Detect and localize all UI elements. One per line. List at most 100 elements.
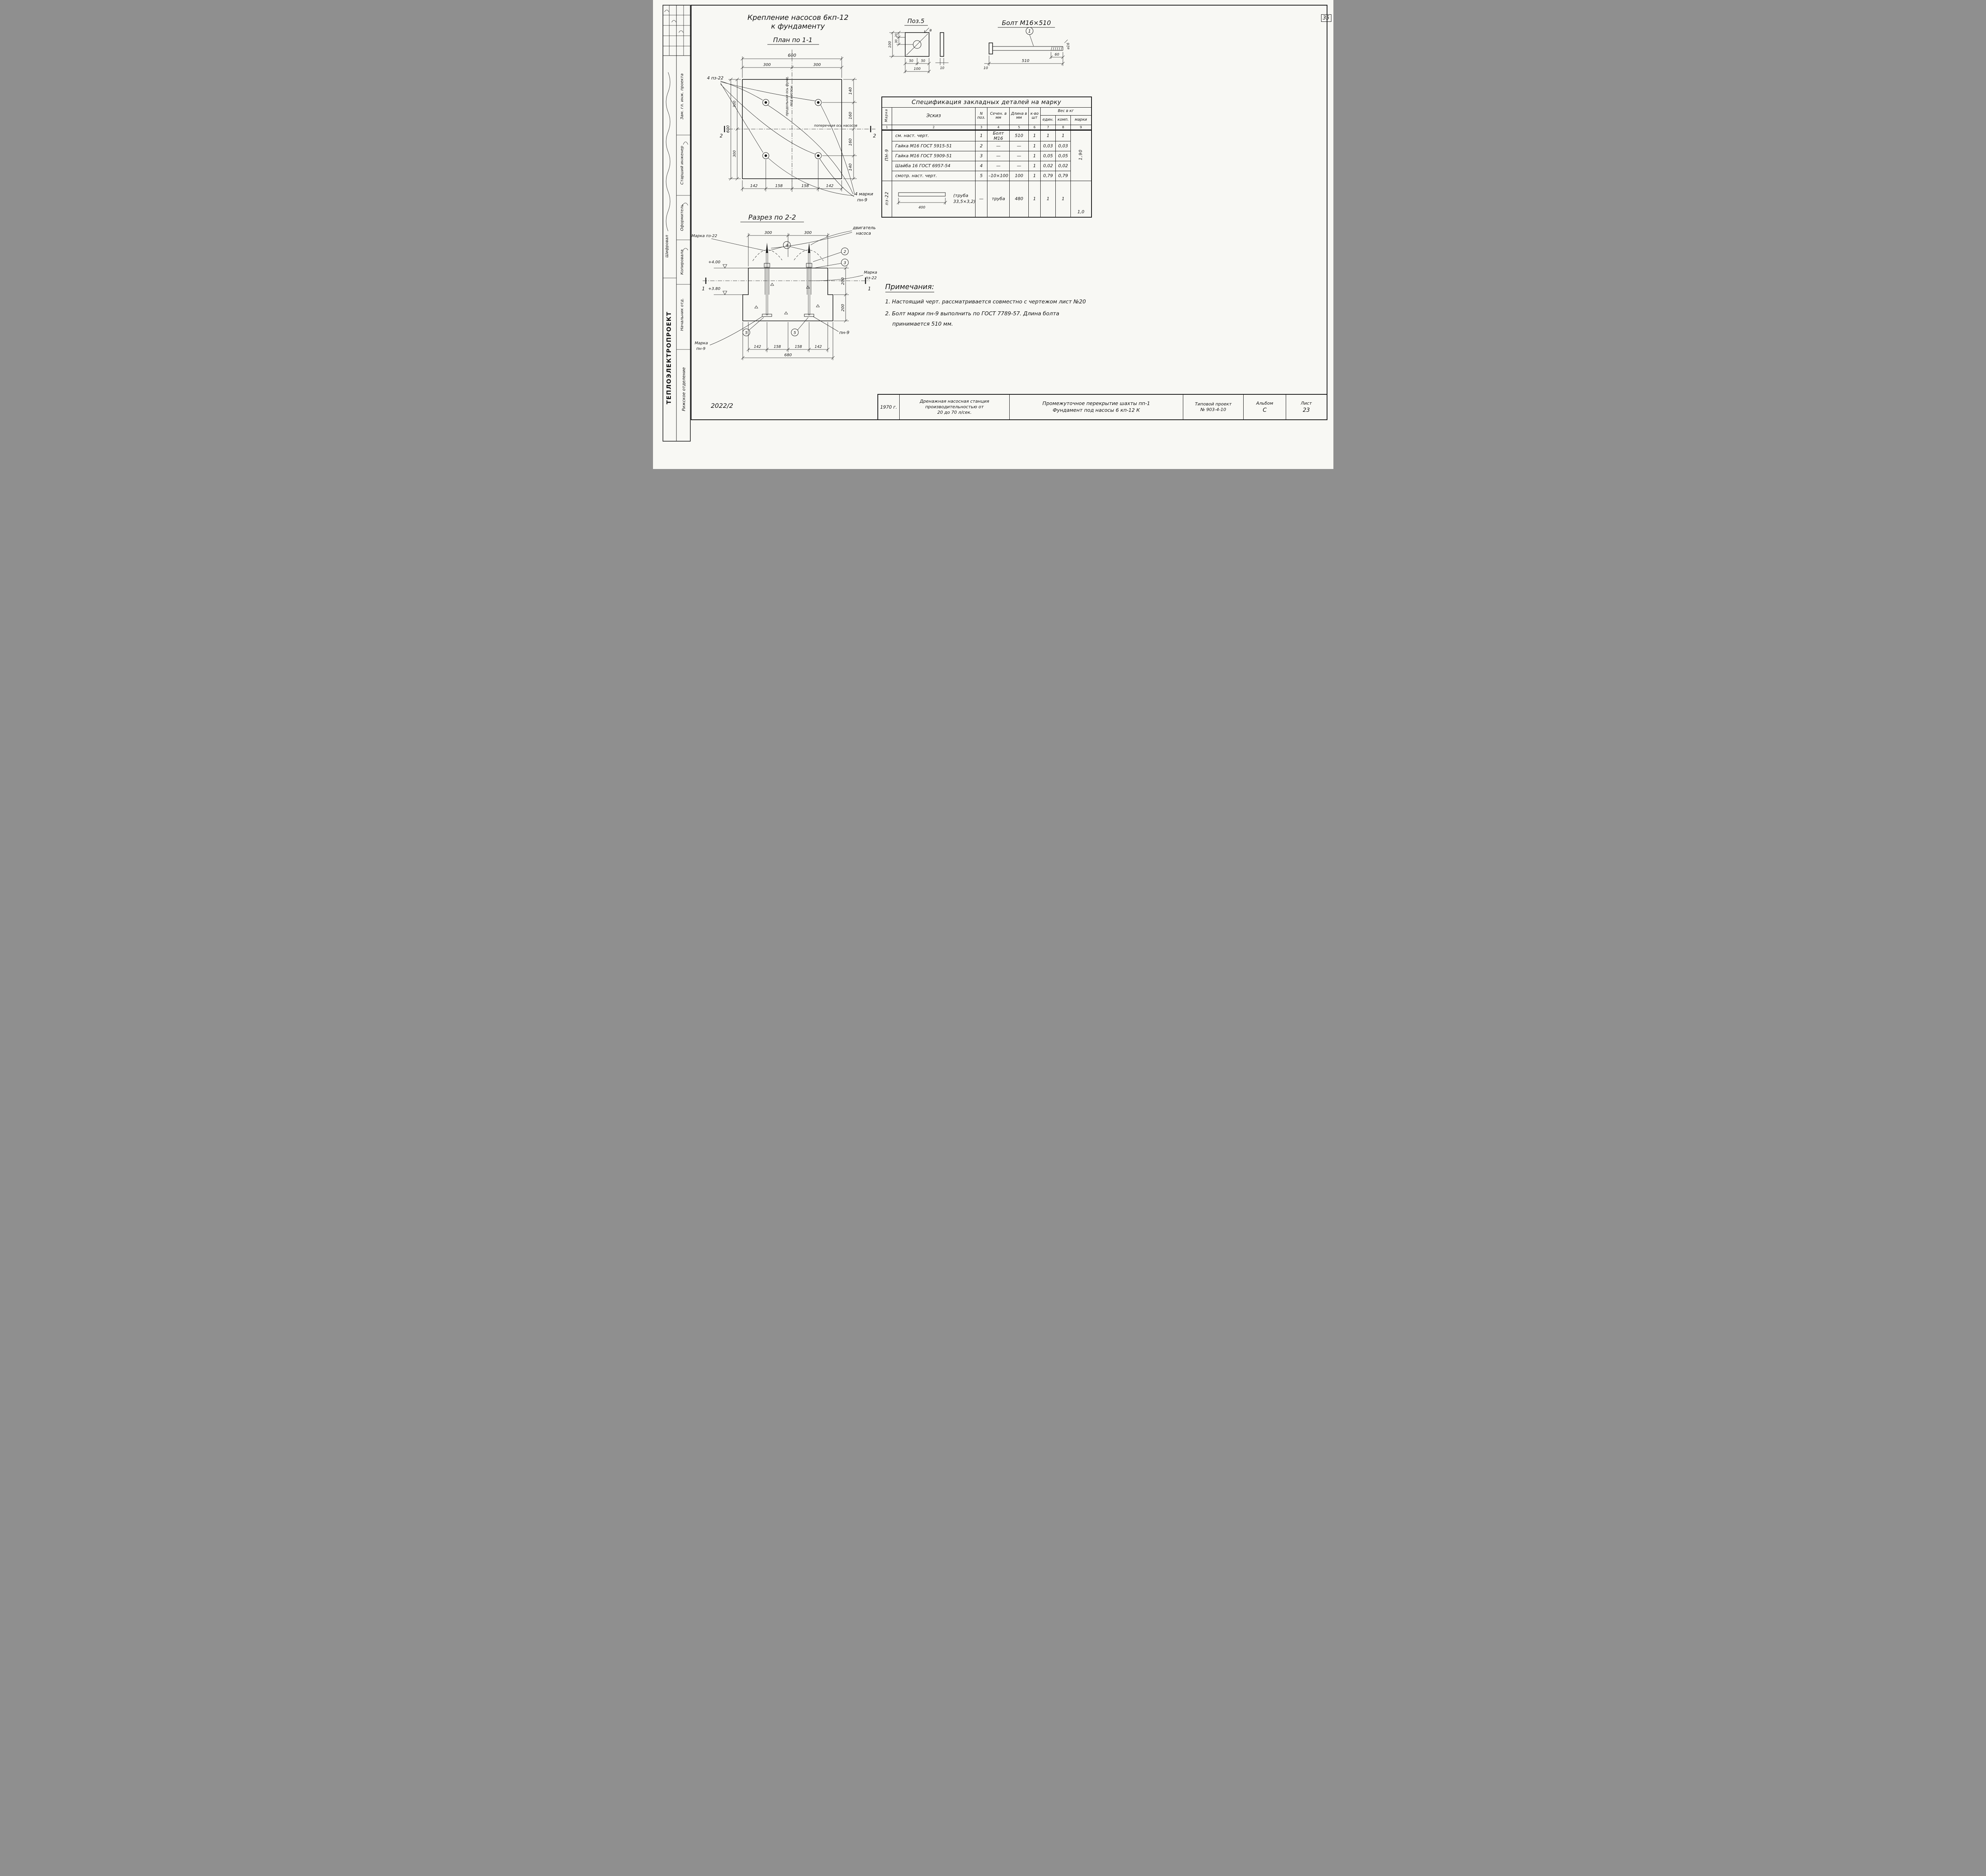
stamp-branch: Рижское отделение <box>681 367 686 411</box>
stamp-field: Оформитель <box>680 204 684 231</box>
spec-header-npoz: N поз. <box>975 107 987 125</box>
svg-text:двигатель: двигатель <box>852 226 876 230</box>
foundation-outline <box>742 268 833 321</box>
note-line: 1. Настоящий черт. рассматривается совме… <box>885 299 1086 305</box>
svg-text:158: 158 <box>801 184 809 188</box>
svg-text:300: 300 <box>733 150 737 157</box>
svg-text:1: 1 <box>868 286 871 291</box>
spec-group-mark-pz22: пз-22 <box>881 180 892 218</box>
stamp-organization: ТЕПЛОЭЛЕКТРОПРОЕКТ <box>665 311 672 405</box>
section-bottom-dims: 142 158 158 142 680 <box>741 322 835 360</box>
plan-dimension-labels: 600 300 300 140 160 160 140 142 158 158 … <box>726 53 853 188</box>
svg-text:300: 300 <box>813 63 821 67</box>
plan-callout-marks: 4 марки пн-9 <box>767 104 873 203</box>
plan-cut-marks: 2 2 <box>720 126 876 139</box>
elevation-marks: +4.00 +3.80 <box>708 260 748 295</box>
svg-text:158: 158 <box>775 184 782 188</box>
svg-text:142: 142 <box>750 184 757 188</box>
svg-text:142: 142 <box>826 184 833 188</box>
plan-title: Крепление насосов 6кп-12 <box>747 14 848 22</box>
stamp-field: Зам. гл. инж. проекта <box>680 73 684 120</box>
spec-header-ves: Вес в кг <box>1040 107 1092 116</box>
svg-text:300: 300 <box>804 231 811 235</box>
svg-text:Марка: Марка <box>864 270 877 275</box>
svg-text:300: 300 <box>763 63 771 67</box>
svg-text:10: 10 <box>940 66 944 70</box>
bolt-title: Болт М16×510 <box>1002 19 1051 27</box>
svg-text:2: 2 <box>843 250 846 254</box>
spec-row-pz22: пз-22 400 (труба 33,5×3,2) <box>881 180 1092 218</box>
svg-text:140: 140 <box>848 87 853 95</box>
svg-text:насоса: насоса <box>856 231 871 236</box>
left-stamp-column <box>662 5 691 442</box>
notes-title: Примечания: <box>885 283 934 292</box>
svg-text:в: в <box>929 28 932 33</box>
spec-header-marki: марки <box>1070 115 1092 125</box>
svg-text:3: 3 <box>843 261 846 265</box>
svg-text:2: 2 <box>720 133 723 139</box>
svg-text:продольная ось фунд.: продольная ось фунд. <box>785 76 789 116</box>
notes: Примечания: 1. Настоящий черт. рассматри… <box>885 283 1124 327</box>
svg-text:100: 100 <box>888 41 892 48</box>
svg-text:4 марки: 4 марки <box>855 191 873 197</box>
section-right-dims: 200 200 <box>828 266 849 323</box>
title-block-subject: Промежуточное перекрытие шахты пп-1 Фунд… <box>1009 394 1183 420</box>
svg-text:под насосы: под насосы <box>790 86 794 106</box>
note-line: 2. Болт марки пн-9 выполнить по ГОСТ 778… <box>885 311 1059 317</box>
spec-header-dlina: Длина в мм <box>1009 107 1029 125</box>
bolt-callout-1: 1 <box>1026 27 1034 46</box>
spec-header-komp: комп. <box>1055 115 1071 125</box>
sheet-corner-number: 35 <box>1321 14 1331 22</box>
pos5-detail-drawing: Поз.5 в 100 20 30 <box>888 17 949 73</box>
title-block-sheet: Лист 23 <box>1286 394 1327 420</box>
spec-table: Спецификация закладных деталей на марку … <box>881 97 1092 218</box>
concrete-symbols <box>754 283 820 315</box>
svg-text:100: 100 <box>914 67 920 71</box>
svg-text:600: 600 <box>788 53 796 58</box>
svg-text:142: 142 <box>814 345 821 349</box>
pos5-title: Поз.5 <box>907 17 924 25</box>
spec-title: Спецификация закладных деталей на марку <box>881 97 1092 108</box>
svg-text:+3.80: +3.80 <box>708 287 721 291</box>
svg-text:200: 200 <box>841 277 845 285</box>
svg-text:⌀16: ⌀16 <box>1066 42 1070 49</box>
signature-squiggles <box>666 72 688 251</box>
section-cut-marks: 1 1 <box>702 278 871 291</box>
svg-text:4 пз-22: 4 пз-22 <box>707 75 724 81</box>
bolt-dimensions: 60 510 10 ⌀16 <box>983 39 1070 70</box>
title-block-album: Альбом С <box>1243 394 1286 420</box>
drawing-sheet: 35 <box>653 0 1333 469</box>
stamp-field: Старший инженер <box>680 146 684 185</box>
svg-text:1: 1 <box>1028 29 1031 34</box>
stamp-grid-lines <box>662 5 691 442</box>
spec-header-marka: Марка <box>881 107 892 125</box>
document-number: 2022/2 <box>711 402 733 409</box>
svg-text:300: 300 <box>764 231 772 235</box>
svg-text:пн-9: пн-9 <box>839 330 849 335</box>
plan-axis-labels: продольная ось фунд. под насосы поперечн… <box>785 76 857 128</box>
svg-text:пн-9: пн-9 <box>696 347 705 351</box>
bolt-body <box>988 42 1063 54</box>
plan-dimension-lines <box>728 56 857 191</box>
svg-text:200: 200 <box>841 304 845 311</box>
section-labels: Марка пз-22 4 двигатель насоса 2 3 Марка… <box>692 226 877 351</box>
stamp-field: Шифровал <box>665 235 669 258</box>
svg-text:300: 300 <box>733 100 737 107</box>
anchor-bolt-symbols <box>762 99 821 159</box>
svg-text:2: 2 <box>873 133 876 139</box>
section-title: Разрез по 2-2 <box>748 214 796 222</box>
svg-text:1: 1 <box>702 286 705 291</box>
svg-text:20: 20 <box>894 33 898 37</box>
spec-header-kvo: к-во шт <box>1028 107 1041 125</box>
plan-callout-pz22: 4 пз-22 <box>707 75 815 154</box>
pos5-dimensions: 100 20 30 50 50 100 10 <box>888 31 949 73</box>
svg-text:600: 600 <box>726 125 730 133</box>
bolt-drawing: Болт М16×510 1 60 510 10 ⌀16 <box>983 19 1070 70</box>
plan-view-label: План по 1-1 <box>773 36 812 44</box>
svg-text:4: 4 <box>785 243 788 248</box>
pipe-sketch: 400 <box>896 192 947 210</box>
